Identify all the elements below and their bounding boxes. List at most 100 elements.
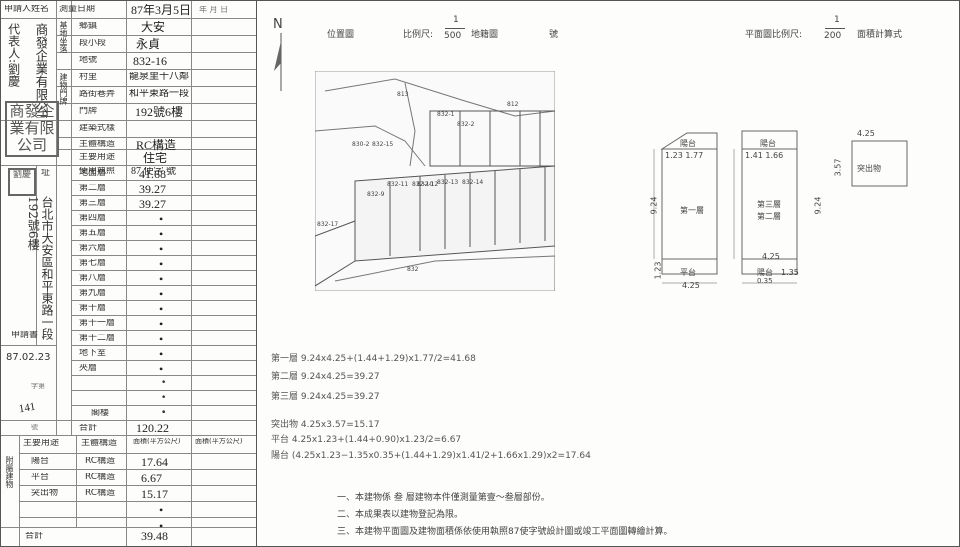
accessory-use: 突出物 [31,489,59,498]
calc-line: 突出物 4.25x3.57=15.17 [271,420,380,430]
license-label: 使用執照 [79,167,116,176]
note-line: 一、本建物係 叁 層建物本件僅測量第壹～叁層部份。 [337,493,550,503]
application-side-label: 申請書 [11,331,39,340]
calc-line: 陽台 (4.25x1.23−1.35x0.35+(1.44+1.29)x1.41… [271,451,591,461]
plan-scale-numerator: 1 [834,15,840,25]
accessory-area: 6.67 [141,472,162,484]
floor-value: • [159,273,164,285]
application-no-label: 字第 [31,383,45,390]
application-no: 141 [18,401,37,416]
protrusion-label: 突出物 [857,164,881,173]
floor-label: 第十二層 [79,334,116,343]
accessory-use: 陽台 [31,457,50,466]
area-calc-label: 面積計算式 [857,30,903,40]
accessory-area: 15.17 [141,488,168,500]
floor-value: • [159,243,164,255]
accessory-structure: RC構造 [85,457,116,466]
total-value: 120.22 [136,422,169,434]
scale-label: 比例尺: [403,30,434,40]
floor-value: • [159,288,164,300]
lot-label: 832-15 [372,141,394,148]
door-no-label: 門牌 [79,107,98,116]
note-line: 三、本建物平面圖及建物面積係依使用執照87使字號設計圖或竣工平面圖轉繪計算。 [337,527,673,537]
dim-ph: 3.57 [833,158,843,177]
dim-w2: 4.25 [762,252,780,261]
representative-name: 代表人:劉慶 [7,23,20,88]
address-label: 址 [41,169,51,178]
floor-value: • [159,258,164,270]
lot-label: 813 [397,91,409,98]
main-structure-label: 主體構造 [79,140,116,149]
address-vertical: 台北市大安區和平東路一段192號6樓 [26,196,53,340]
attic-value: • [161,409,167,418]
calc-line: 平台 4.25x1.23+(1.44+0.90)x1.23/2=6.67 [271,435,462,445]
lot-label: 832-14 [462,179,484,186]
location-title: 位置圖 [327,30,355,40]
building-type-label: 建築式樣 [79,124,116,133]
application-date: 87.02.23 [6,353,51,363]
dim-h1: 9.24 [649,196,659,215]
lot-label: 832-17 [317,221,339,228]
drawing-area: N 位置圖 比例尺: 1 500 地籍圖 號 平面圖比例尺: 1 200 面積計… [257,1,959,546]
survey-date: 87年3月5日 [131,4,192,16]
base-site-label: 基地坐落 [59,21,67,53]
accessory-area-header: 面積(平方公尺) [133,438,181,445]
balcony-label-3: 陽台 [757,268,773,277]
floor-label: 第九層 [79,289,107,298]
accessory-side-label: 附屬建物 [5,456,13,488]
platform-label: 平台 [680,268,696,277]
floor-label: 第十層 [79,304,107,313]
floor-label: 夾層 [79,364,98,373]
village-label: 村里 [79,73,98,82]
balcony-label-1: 陽台 [680,139,696,148]
lot-label: 832-12 [417,181,439,188]
floor-value: 41.68 [139,168,166,180]
lot-value: 832-16 [133,55,167,67]
plan-scale-denominator: 200 [824,31,842,41]
main-use-label: 主要用途 [79,153,116,162]
floor-label: 第八層 [79,274,107,283]
company-name: 商發企業有限公司 [33,23,47,118]
dim-p1: 1.23 [653,261,663,280]
accessory-area: • [159,504,164,516]
lot-label: 830-2 [352,141,370,148]
number-label: 號 [31,424,38,431]
floor-value: • [159,333,164,345]
accessory-total-label: 合計 [25,532,44,541]
dim-d2: 1.41 1.66 [745,151,784,160]
company-seal: 商發企業有限公司 [5,101,59,157]
floor-value: 39.27 [139,198,166,210]
lot-label: 812 [507,101,519,108]
floor-label: 第二層 [79,184,107,193]
dim-h2: 9.24 [813,196,823,215]
dim-b2: 1.35 [781,268,799,277]
accessory-total-value: 39.48 [141,530,168,542]
floor-value: 39.27 [139,183,166,195]
door-no-value: 192號6樓 [135,106,184,118]
plan-scale-label: 平面圖比例尺: [745,30,803,40]
floor-label: 第四層 [79,214,107,223]
accessory-area: 17.64 [141,456,168,468]
section-value: 永貞 [136,38,161,50]
cadastral-map [315,71,555,291]
dim-d1: 1.23 1.77 [665,151,704,160]
note-line: 二、本成果表以建物登記為限。 [337,510,464,520]
accessory-structure-header: 主體構造 [81,439,118,448]
accessory-use-header: 主要用途 [23,439,60,448]
accessory-area-header-2: 面積(平方公尺) [195,438,243,445]
applicant-label: 申請人姓名 [4,5,50,14]
attic-label: 閣樓 [91,409,110,418]
lot-label: 832-9 [367,191,385,198]
section-label: 段小段 [79,39,107,48]
floor-value: • [159,363,164,375]
main-use-value: 住宅 [143,152,168,164]
extra-row-value: • [161,394,167,403]
floor-value: • [159,303,164,315]
floor23-label: 第三層 第二層 [757,200,781,221]
floor-label: 地下室 [79,349,107,358]
date-unit-label: 年 月 日 [199,6,229,14]
floor-value: • [159,213,164,225]
floor-label: 第三層 [79,199,107,208]
lot-label: 832-2 [457,121,475,128]
floor-label: 第六層 [79,244,107,253]
